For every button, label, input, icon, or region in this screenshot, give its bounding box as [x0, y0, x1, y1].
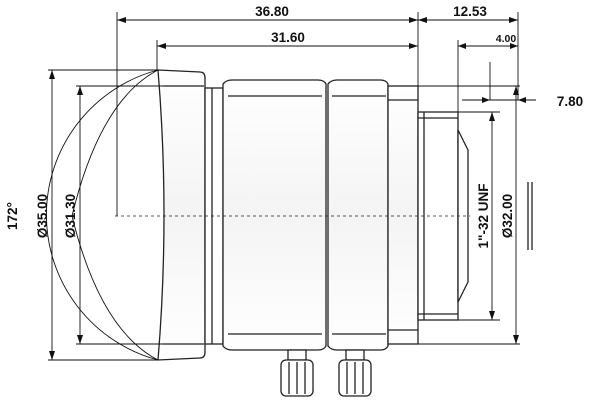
rear-barrel [387, 85, 419, 345]
thumb-screw-1[interactable] [280, 349, 314, 397]
dim-flange-offset: 12.53 [453, 4, 487, 19]
dim-glass-diameter: Ø31.30 [63, 194, 78, 238]
focus-ring [222, 79, 327, 351]
front-cap [157, 69, 206, 361]
dim-thread-length: 4.00 [496, 33, 517, 45]
iris-ring [327, 79, 389, 351]
dim-overall-length: 36.80 [255, 4, 289, 19]
dim-back-clearance: 7.80 [557, 94, 583, 109]
fov-arc [46, 69, 159, 361]
dim-front-diameter: Ø35.00 [35, 194, 50, 238]
thumb-screw-2[interactable] [338, 349, 372, 397]
dim-body-length: 31.60 [271, 30, 305, 45]
dim-mount-diameter: Ø32.00 [500, 194, 515, 238]
lens-body [157, 69, 533, 397]
dimension-lines [48, 12, 536, 361]
dim-mount-thread: 1"-32 UNF [476, 184, 491, 249]
dim-field-of-view: 172° [5, 202, 20, 230]
